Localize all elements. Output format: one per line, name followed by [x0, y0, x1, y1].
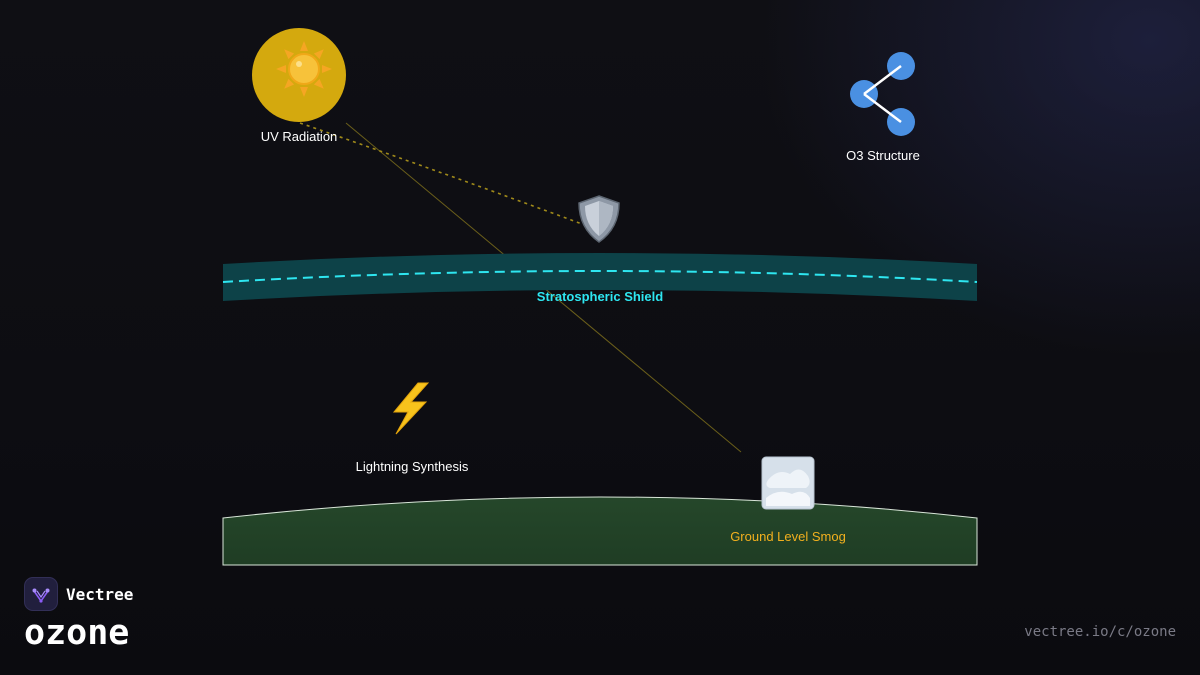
lightning-node: Lightning Synthesis [356, 382, 469, 474]
brand-block: Vectree ozone [24, 577, 133, 653]
shield-node: Stratospheric Shield [537, 195, 663, 304]
ground-surface [222, 496, 978, 566]
lightning-icon [392, 382, 430, 435]
shield-icon [578, 195, 620, 243]
ground-level-smog-label: Ground Level Smog [730, 529, 846, 544]
uv-ray-dotted [299, 122, 583, 225]
brand-name: Vectree [66, 584, 134, 604]
vectree-logo-icon [24, 577, 58, 611]
product-title: ozone [24, 613, 130, 653]
smog-node: Ground Level Smog [730, 456, 846, 544]
lightning-synthesis-label: Lightning Synthesis [356, 459, 469, 474]
fog-icon [761, 456, 815, 510]
molecule-icon [850, 52, 915, 136]
uv-radiation-node: UV Radiation [252, 28, 346, 144]
uv-radiation-label: UV Radiation [261, 129, 338, 144]
o3-structure-label: O3 Structure [846, 148, 920, 163]
ozone-layer-band [223, 253, 977, 301]
o3-structure-node: O3 Structure [846, 52, 920, 163]
brand-row: Vectree [24, 577, 133, 611]
sun-icon [276, 41, 332, 97]
stratospheric-shield-label: Stratospheric Shield [537, 289, 663, 304]
ozone-layer-dashed-line [222, 270, 978, 283]
page-url[interactable]: vectree.io/c/ozone [1024, 624, 1176, 640]
